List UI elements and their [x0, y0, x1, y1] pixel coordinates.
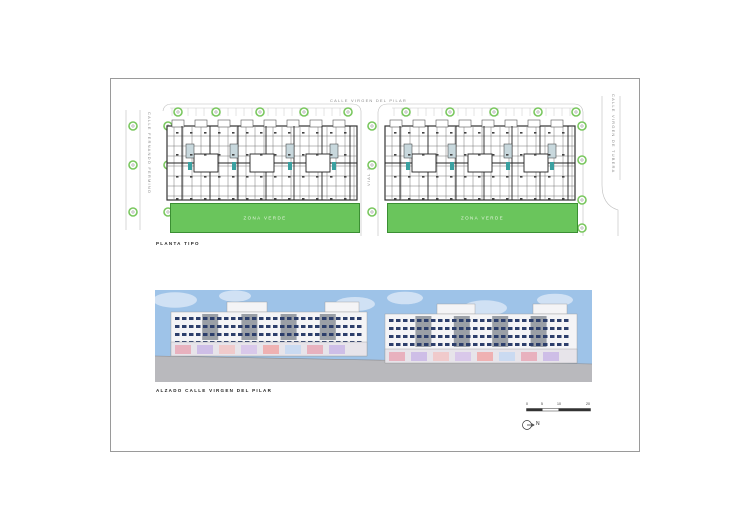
- tree-icon: [533, 107, 543, 117]
- street-label-right: CALLE VIRGEN DE TUBERA: [611, 94, 616, 174]
- street-label-left: CALLE FERNANDO FERMINO: [147, 112, 152, 195]
- tree-icon: [577, 195, 587, 205]
- street-lines: [125, 96, 621, 236]
- scale-label-5: 5: [541, 402, 543, 406]
- tree-icon: [343, 107, 353, 117]
- street-label-top: CALLE VIRGEN DEL PILAR: [330, 98, 407, 103]
- green-zone-label: ZONA VERDE: [460, 215, 504, 221]
- tree-icon: [211, 107, 221, 117]
- north-arrow: N: [521, 418, 543, 430]
- plan-caption: PLANTA TIPO: [156, 241, 200, 246]
- green-zone-label: ZONA VERDE: [243, 215, 287, 221]
- green-zone-right: ZONA VERDE: [387, 203, 578, 233]
- tree-icon: [367, 207, 377, 217]
- tree-icon: [577, 121, 587, 131]
- tree-icon: [128, 160, 138, 170]
- tree-icon: [577, 155, 587, 165]
- building-floor-plan-right: [384, 119, 576, 201]
- scale-label-0: 0: [526, 402, 528, 406]
- tree-icon: [577, 223, 587, 233]
- north-label: N: [536, 421, 540, 427]
- tree-icon: [255, 107, 265, 117]
- tree-icon: [367, 160, 377, 170]
- elevation-drawing: [155, 290, 592, 382]
- tree-icon: [571, 107, 581, 117]
- tree-icon: [299, 107, 309, 117]
- tree-icon: [489, 107, 499, 117]
- tree-icon: [128, 207, 138, 217]
- street-elevation-render: [155, 290, 592, 382]
- north-arrow-icon: [522, 420, 535, 430]
- tree-icon: [173, 107, 183, 117]
- building-floor-plan-left: [166, 119, 358, 201]
- tree-icon: [367, 121, 377, 131]
- scale-label-20: 20: [586, 402, 590, 406]
- scale-label-10: 10: [557, 402, 561, 406]
- street-label-middle: VIAL 3: [366, 166, 371, 186]
- elevation-caption: ALZADO CALLE VIRGEN DEL PILAR: [156, 388, 273, 393]
- tree-icon: [401, 107, 411, 117]
- scale-bar-graphic: [526, 408, 591, 412]
- tree-icon: [445, 107, 455, 117]
- tree-icon: [128, 121, 138, 131]
- green-zone-left: ZONA VERDE: [170, 203, 360, 233]
